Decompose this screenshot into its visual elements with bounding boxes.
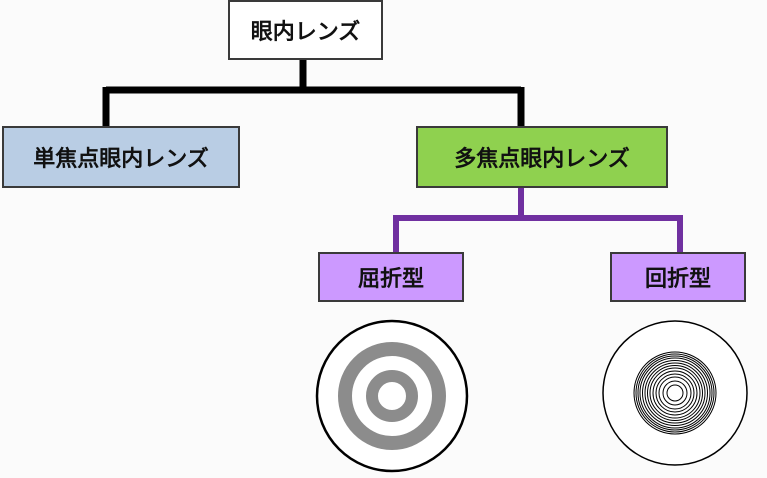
refractive-label: 屈折型 [357, 267, 424, 292]
diffractive-lens-rings-icon [602, 320, 748, 466]
refractive-node: 屈折型 [318, 252, 464, 302]
root-node: 眼内レンズ [228, 0, 383, 60]
monofocal-label: 単焦点眼内レンズ [33, 147, 209, 172]
multifocal-node: 多焦点眼内レンズ [416, 126, 668, 188]
top-connector [102, 60, 525, 126]
diffractive-label: 回折型 [644, 267, 711, 292]
monofocal-node: 単焦点眼内レンズ [2, 126, 240, 188]
diffractive-node: 回折型 [610, 252, 746, 302]
multifocal-label: 多焦点眼内レンズ [454, 147, 630, 172]
root-label: 眼内レンズ [250, 20, 361, 45]
sub-connector [393, 188, 683, 252]
refractive-lens-rings-icon [315, 319, 469, 473]
